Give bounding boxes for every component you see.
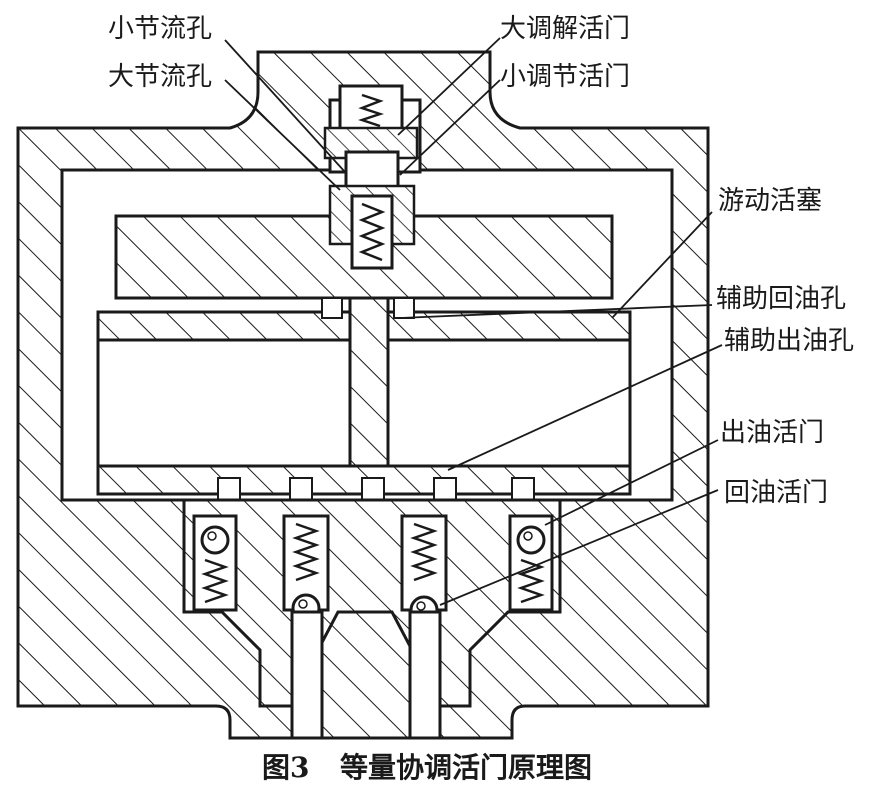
- right-outlet-channel: [408, 610, 442, 740]
- stem-channel-2: [393, 297, 415, 319]
- left-outlet-valve: [282, 514, 330, 623]
- left-outlet-channel: [290, 610, 324, 740]
- stem-channel: [321, 297, 343, 319]
- label-large-orifice: 大节流孔: [108, 62, 213, 92]
- label-small-orifice: 小节流孔: [108, 14, 213, 44]
- label-aux-return-hole: 辅助回油孔: [716, 284, 847, 314]
- label-return-valve: 回油活门: [724, 478, 829, 508]
- label-outlet-valve: 出油活门: [720, 418, 825, 448]
- left-return-valve: [192, 514, 238, 612]
- label-floating-piston: 游动活塞: [718, 186, 823, 216]
- label-large-adjust-valve: 大调解活门: [500, 14, 631, 44]
- figure-title: 等量协调活门原理图: [340, 751, 593, 784]
- center-stem: [348, 296, 390, 490]
- right-chamber: [386, 338, 632, 470]
- leader-lines: [224, 37, 723, 606]
- lower-valve-block: [182, 498, 562, 708]
- figure-number: 图3: [262, 751, 310, 784]
- left-chamber: [96, 338, 352, 470]
- right-outlet-valve: [400, 514, 448, 625]
- right-return-valve: [508, 514, 554, 612]
- label-small-adjust-valve: 小调节活门: [500, 62, 631, 92]
- label-aux-outlet-hole: 辅助出油孔: [724, 326, 855, 356]
- adjust-valve-assembly: [323, 84, 419, 270]
